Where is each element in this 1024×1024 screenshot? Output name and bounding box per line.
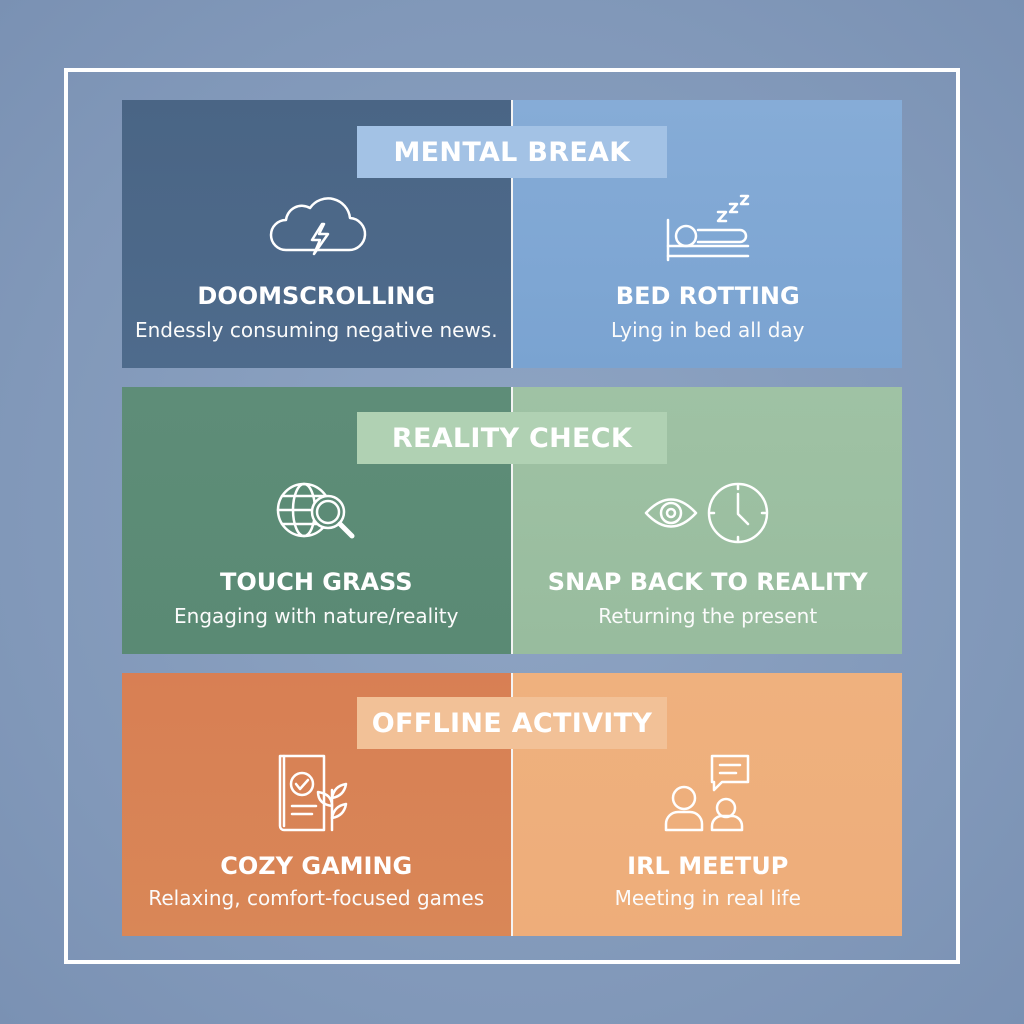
- people-chat-icon: [648, 748, 768, 838]
- card-description: Lying in bed all day: [610, 318, 805, 342]
- card-description: Meeting in real life: [614, 886, 801, 910]
- outer-frame: [64, 68, 960, 964]
- divider: [510, 100, 514, 368]
- globe-magnifier-icon: [256, 472, 376, 562]
- card-title: COZY GAMING: [220, 852, 413, 880]
- divider: [510, 673, 514, 936]
- card-description: Returning the present: [598, 604, 818, 628]
- card-description: Relaxing, comfort-focused games: [148, 886, 485, 910]
- card-title: DOOMSCROLLING: [197, 282, 436, 310]
- book-plant-icon: [256, 748, 376, 838]
- section-heading: MENTAL BREAK: [357, 126, 667, 178]
- section-heading: REALITY CHECK: [357, 412, 667, 464]
- card-title: SNAP BACK TO REALITY: [547, 568, 868, 596]
- card-title: BED ROTTING: [615, 282, 800, 310]
- storm-cloud-icon: [256, 184, 376, 274]
- card-title: TOUCH GRASS: [219, 568, 413, 596]
- card-description: Endessly consuming negative news.: [134, 318, 498, 342]
- divider: [510, 387, 514, 654]
- section-heading: OFFLINE ACTIVITY: [357, 697, 667, 749]
- card-title: IRL MEETUP: [627, 852, 789, 880]
- card-description: Engaging with nature/reality: [174, 604, 459, 628]
- eye-clock-icon: [638, 472, 778, 562]
- sleeping-in-bed-icon: [648, 184, 768, 274]
